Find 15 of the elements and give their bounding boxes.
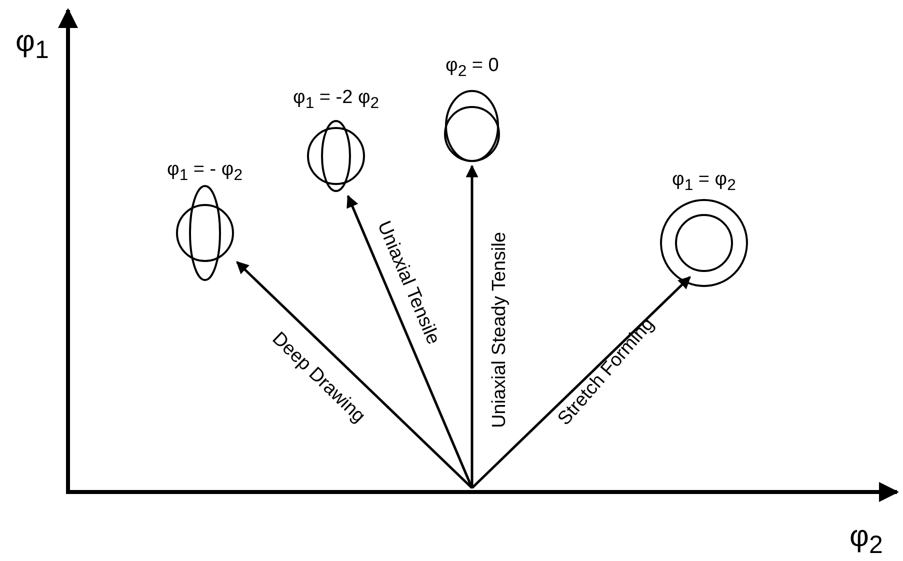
arrow — [346, 194, 474, 488]
strain-circle-drawing — [660, 199, 748, 287]
strain-circle-drawing — [306, 120, 366, 192]
arrow — [471, 276, 691, 489]
strain-circle-drawing — [175, 184, 235, 282]
strain-formula: φ$_{1}$ = φ$_{2}$ — [672, 169, 736, 195]
axis-label: φ$_{2}$ — [850, 520, 883, 560]
strain-formula: φ$_{1}$ = - φ$_{2}$ — [167, 159, 243, 185]
edge-label: Uniaxial Steady Tensile — [489, 232, 512, 428]
axis-label: φ$_{1}$ — [16, 25, 49, 65]
arrow — [236, 261, 473, 489]
strain-formula: φ$_{1}$ = -2 φ$_{2}$ — [293, 87, 380, 113]
strain-circle-drawing — [444, 90, 500, 164]
arrow — [466, 164, 478, 488]
strain-formula: φ$_{2}$ = 0 — [446, 55, 499, 81]
